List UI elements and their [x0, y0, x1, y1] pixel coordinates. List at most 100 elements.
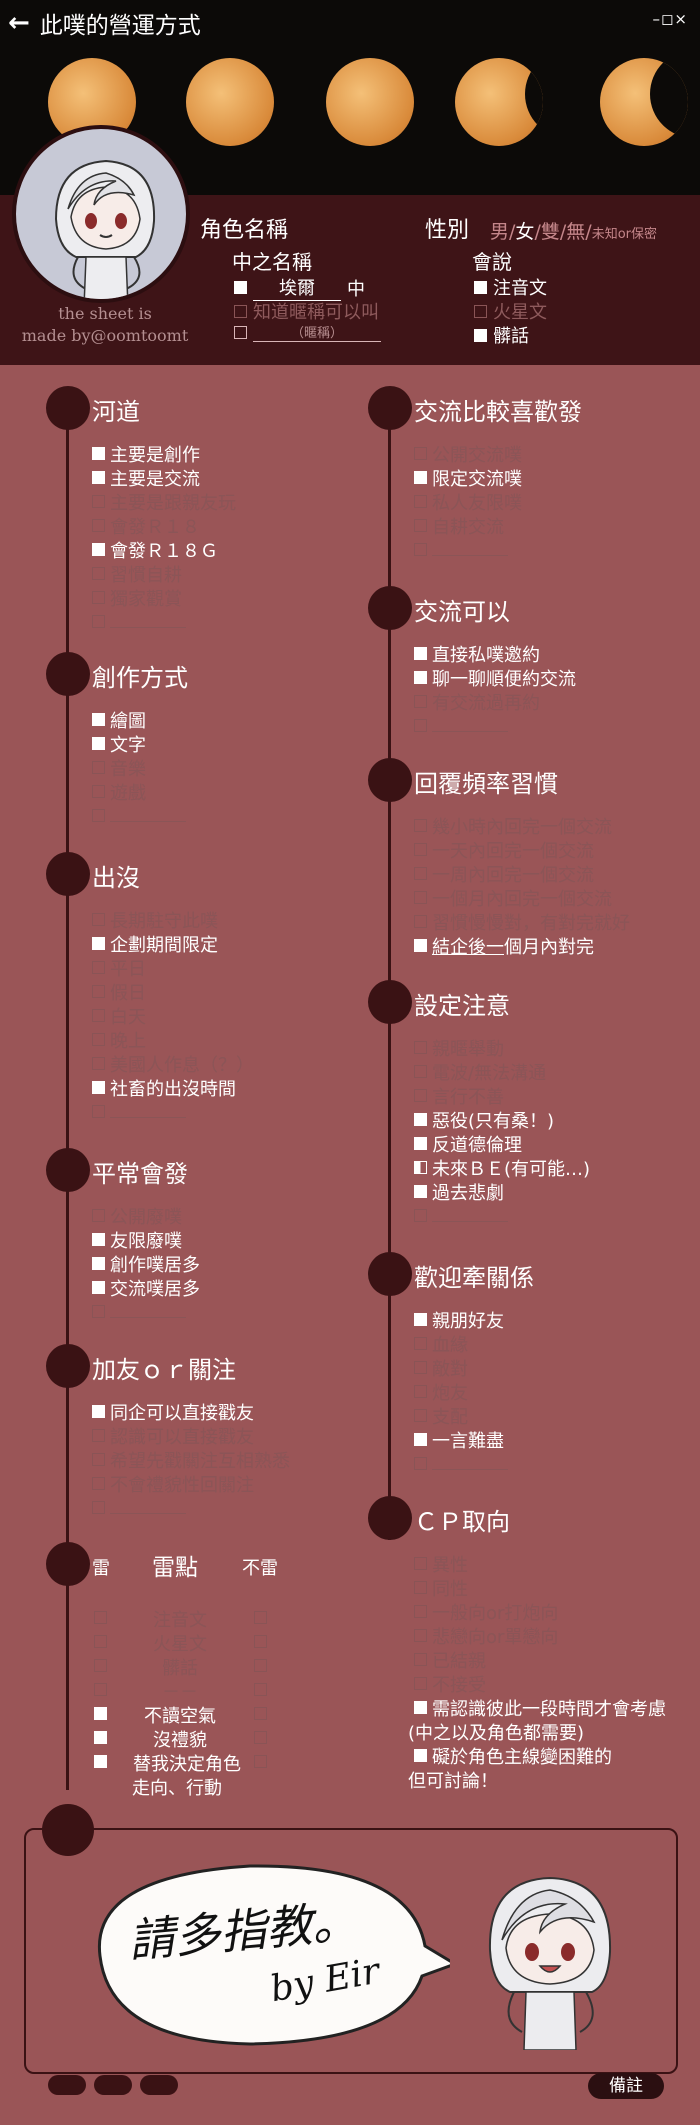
item-checkbox[interactable]: [414, 1089, 427, 1102]
item-checkbox[interactable]: [414, 695, 427, 708]
speak-option[interactable]: 髒話: [474, 322, 529, 348]
item-checkbox[interactable]: [92, 495, 105, 508]
checklist-item[interactable]: 不接受: [414, 1672, 486, 1696]
item-checkbox[interactable]: [414, 1161, 427, 1174]
speak-option[interactable]: 注音文: [474, 274, 547, 300]
checklist-item[interactable]: 遊戲: [92, 780, 146, 804]
item-checkbox[interactable]: [414, 819, 427, 832]
checklist-item[interactable]: [92, 1300, 186, 1323]
lei-right-checkbox[interactable]: [254, 1659, 267, 1672]
item-checkbox[interactable]: [414, 1137, 427, 1150]
lei-left-checkbox[interactable]: [94, 1635, 107, 1648]
mid-name-checkbox[interactable]: [234, 281, 247, 294]
item-checkbox[interactable]: [92, 1057, 105, 1070]
speak-checkbox[interactable]: [474, 304, 487, 318]
gender-option[interactable]: 無: [566, 221, 586, 243]
item-checkbox[interactable]: [92, 519, 105, 532]
item-checkbox[interactable]: [414, 1409, 427, 1422]
notes-button[interactable]: 備註: [588, 2073, 664, 2099]
page-dot-1[interactable]: [48, 2075, 86, 2095]
item-checkbox[interactable]: [414, 1337, 427, 1350]
item-checkbox[interactable]: [414, 915, 427, 928]
item-checkbox[interactable]: [92, 1501, 105, 1514]
item-checkbox[interactable]: [92, 1009, 105, 1022]
item-checkbox[interactable]: [92, 1429, 105, 1442]
item-checkbox[interactable]: [414, 447, 427, 460]
checklist-item[interactable]: 同性: [414, 1576, 468, 1600]
checklist-item[interactable]: 一天內回完一個交流: [414, 838, 594, 862]
checklist-item[interactable]: 聊一聊順便約交流: [414, 666, 576, 690]
checklist-item[interactable]: 親暱舉動: [414, 1036, 504, 1060]
item-checkbox[interactable]: [92, 961, 105, 974]
item-checkbox[interactable]: [92, 591, 105, 604]
checklist-item[interactable]: 美國人作息（？）: [92, 1052, 254, 1076]
item-checkbox[interactable]: [92, 1477, 105, 1490]
gender-option[interactable]: 男: [490, 221, 510, 243]
item-checkbox[interactable]: [92, 1257, 105, 1270]
checklist-item[interactable]: 一般向or打炮向: [414, 1600, 558, 1624]
checklist-item[interactable]: 反道德倫理: [414, 1132, 522, 1156]
checklist-item[interactable]: 未來ＢＥ(有可能…): [414, 1156, 590, 1180]
item-checkbox[interactable]: [92, 471, 105, 484]
item-checkbox[interactable]: [92, 1233, 105, 1246]
item-checkbox[interactable]: [414, 543, 427, 556]
checklist-item[interactable]: [92, 804, 186, 827]
nickname-checkbox[interactable]: [234, 304, 247, 318]
lei-right-checkbox[interactable]: [254, 1611, 267, 1624]
checklist-item[interactable]: 音樂: [92, 756, 146, 780]
checklist-item[interactable]: 礙於角色主線變困難的: [414, 1744, 612, 1768]
checklist-item[interactable]: [92, 1100, 186, 1123]
item-checkbox[interactable]: [92, 761, 105, 774]
checklist-item[interactable]: 交流噗居多: [92, 1276, 200, 1300]
checklist-item[interactable]: [92, 610, 186, 633]
checklist-item[interactable]: 同企可以直接戳友: [92, 1400, 254, 1424]
item-checkbox[interactable]: [414, 1209, 427, 1222]
item-checkbox[interactable]: [414, 1557, 427, 1570]
item-checkbox[interactable]: [92, 1209, 105, 1222]
checklist-item[interactable]: 主要是跟親友玩: [92, 490, 236, 514]
page-dot-2[interactable]: [94, 2075, 132, 2095]
checklist-item[interactable]: 血緣: [414, 1332, 468, 1356]
lei-left-checkbox[interactable]: [94, 1683, 107, 1696]
item-checkbox[interactable]: [414, 1361, 427, 1374]
item-checkbox[interactable]: [414, 1433, 427, 1446]
checklist-item[interactable]: 習慣慢慢對，有對完就好: [414, 910, 630, 934]
checklist-item[interactable]: [414, 714, 508, 737]
item-checkbox[interactable]: [414, 1385, 427, 1398]
checklist-item[interactable]: 結企後一個月內對完: [414, 934, 594, 958]
checklist-item[interactable]: 有交流過再約: [414, 690, 540, 714]
gender-option[interactable]: 未知or保密: [591, 227, 657, 242]
item-checkbox[interactable]: [414, 939, 427, 952]
checklist-item[interactable]: 主要是創作: [92, 442, 200, 466]
item-checkbox[interactable]: [92, 937, 105, 950]
item-checkbox[interactable]: [92, 737, 105, 750]
checklist-item[interactable]: 電波/無法溝通: [414, 1060, 546, 1084]
item-checkbox[interactable]: [414, 867, 427, 880]
item-checkbox[interactable]: [414, 519, 427, 532]
checklist-item[interactable]: 不會禮貌性回關注: [92, 1472, 254, 1496]
item-checkbox[interactable]: [414, 1457, 427, 1470]
checklist-item[interactable]: 假日: [92, 980, 146, 1004]
checklist-item[interactable]: 友限廢噗: [92, 1228, 182, 1252]
checklist-item[interactable]: 會發Ｒ１８Ｇ: [92, 538, 218, 562]
lei-left-checkbox[interactable]: [94, 1731, 107, 1744]
item-checkbox[interactable]: [414, 1653, 427, 1666]
item-checkbox[interactable]: [414, 1113, 427, 1126]
item-checkbox[interactable]: [92, 1405, 105, 1418]
checklist-item[interactable]: 平日: [92, 956, 146, 980]
checklist-item[interactable]: 社畜的出沒時間: [92, 1076, 236, 1100]
checklist-item[interactable]: 支配: [414, 1404, 468, 1428]
checklist-item[interactable]: 長期駐守此噗: [92, 908, 218, 932]
item-checkbox[interactable]: [414, 1065, 427, 1078]
speak-option[interactable]: 火星文: [474, 298, 547, 324]
item-checkbox[interactable]: [414, 1605, 427, 1618]
nickname-blank-row[interactable]: （暱稱）: [234, 322, 381, 342]
item-checkbox[interactable]: [92, 1281, 105, 1294]
checklist-item[interactable]: 習慣自耕: [92, 562, 182, 586]
checklist-item[interactable]: 公開交流噗: [414, 442, 522, 466]
checklist-item[interactable]: 公開廢噗: [92, 1204, 182, 1228]
lei-right-checkbox[interactable]: [254, 1635, 267, 1648]
item-checkbox[interactable]: [414, 1313, 427, 1326]
lei-left-checkbox[interactable]: [94, 1755, 107, 1768]
checklist-item[interactable]: 過去悲劇: [414, 1180, 504, 1204]
